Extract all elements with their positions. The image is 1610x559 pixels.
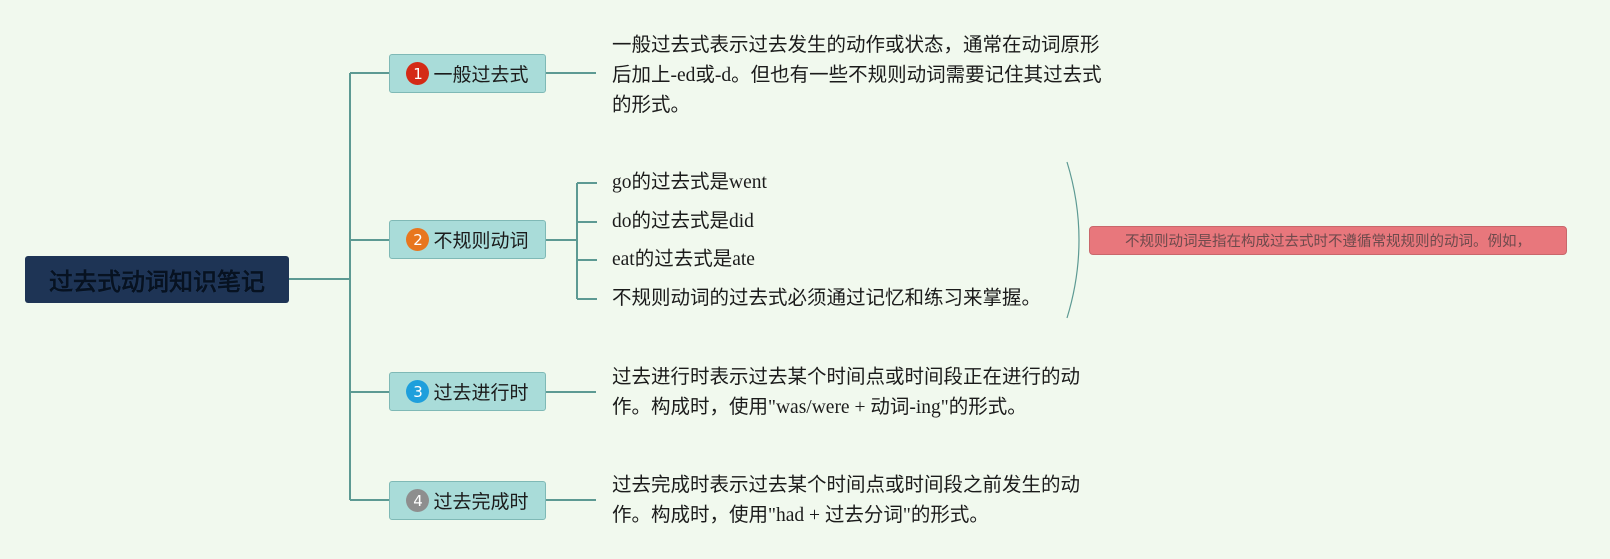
leaf-do[interactable]: do的过去式是did (612, 211, 754, 232)
root-title: 过去式动词知识笔记 (49, 268, 265, 296)
summary-callout-text: 不规则动词是指在构成过去式时不遵循常规规则的动词。例如， (1125, 234, 1531, 250)
branch-1-label: 一般过去式 (433, 64, 529, 86)
number-3-icon: 3 (406, 380, 430, 403)
number-2-icon: 2 (406, 228, 430, 251)
branch-3-label: 过去进行时 (433, 382, 529, 404)
root-topic[interactable]: 过去式动词知识笔记 (25, 256, 289, 303)
branch-2-label: 不规则动词 (433, 230, 529, 252)
branch-4-description[interactable]: 过去完成时表示过去某个时间点或时间段之前发生的动作。构成时，使用"had + 过… (612, 475, 1081, 526)
leaf-memorize[interactable]: 不规则动词的过去式必须通过记忆和练习来掌握。 (612, 288, 1042, 309)
branch-1[interactable]: 1 一般过去式 (389, 54, 546, 93)
summary-brace (1066, 161, 1080, 319)
number-4-icon: 4 (406, 489, 430, 512)
branch-1-description[interactable]: 一般过去式表示过去发生的动作或状态，通常在动词原形后加上-ed或-d。但也有一些… (612, 35, 1102, 116)
branch-4[interactable]: 4 过去完成时 (389, 481, 546, 520)
summary-callout[interactable]: 不规则动词是指在构成过去式时不遵循常规规则的动词。例如， (1089, 226, 1567, 255)
branch-3[interactable]: 3 过去进行时 (389, 372, 546, 411)
leaf-eat[interactable]: eat的过去式是ate (612, 249, 755, 270)
branch-3-description[interactable]: 过去进行时表示过去某个时间点或时间段正在进行的动作。构成时，使用"was/wer… (612, 367, 1081, 418)
branch-2[interactable]: 2 不规则动词 (389, 220, 546, 259)
number-1-icon: 1 (406, 62, 430, 85)
branch-4-label: 过去完成时 (433, 491, 529, 513)
leaf-go[interactable]: go的过去式是went (612, 172, 767, 193)
